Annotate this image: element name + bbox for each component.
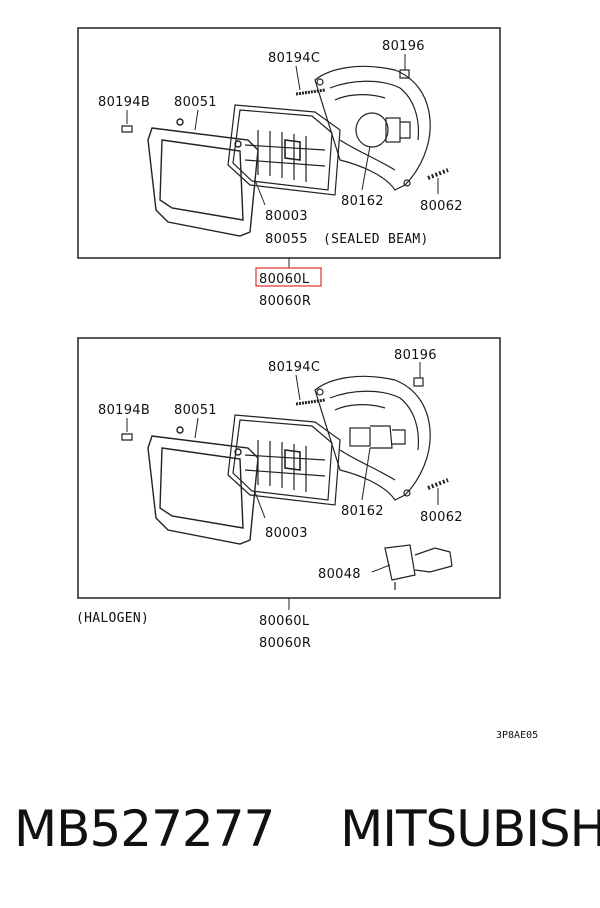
label-80060r-top: 80060R [259,294,311,309]
halogen-bulb-illustration [349,425,406,449]
highlight-box-80060l [255,267,322,287]
footer: MB527277 MITSUBISHI [14,800,600,858]
label-80194b-top: 80194B [98,95,150,110]
socket-80048-illustration [384,544,453,590]
diagram-code: 3P8AE05 [496,730,538,741]
label-80060l-top: 80060L [259,272,310,287]
bulb-illustration [355,112,411,148]
headlight-housing-illustration [314,65,431,191]
label-80162-bottom: 80162 [341,504,384,519]
top-leader-lines [126,54,439,268]
label-sealed-beam: (SEALED BEAM) [323,232,429,247]
bezel-illustration-2 [147,426,259,545]
bottom-panel: 80194C 80196 80194B 80051 80003 80162 80… [76,337,501,651]
label-80051-top: 80051 [174,95,217,110]
label-80003-bottom: 80003 [265,526,308,541]
bezel-illustration [147,118,259,237]
label-halogen: (HALOGEN) [76,611,149,626]
fasteners-illustration-2 [121,377,449,490]
label-80194c-top: 80194C [268,51,320,66]
fasteners-illustration [121,69,449,180]
label-80051-bottom: 80051 [174,403,217,418]
top-panel: 80194C 80196 80194B 80051 80003 80162 80… [77,27,501,309]
brand-name: MITSUBISHI [340,800,600,858]
lens-unit-illustration-2 [227,414,341,506]
label-80003-top: 80003 [265,209,308,224]
label-80062-bottom: 80062 [420,510,463,525]
headlight-housing-illustration-2 [314,375,431,501]
bottom-leader-lines [126,362,439,610]
label-80062-top: 80062 [420,199,463,214]
label-80194c-bottom: 80194C [268,360,320,375]
label-80048: 80048 [318,567,361,582]
part-number: MB527277 [14,800,275,858]
label-80060r-bottom: 80060R [259,636,311,651]
label-80196-bottom: 80196 [394,348,437,363]
label-80055: 80055 [265,232,308,247]
label-80196-top: 80196 [382,39,425,54]
label-80194b-bottom: 80194B [98,403,150,418]
label-80162-top: 80162 [341,194,384,209]
lens-unit-illustration [227,104,341,196]
label-80060l-bottom: 80060L [259,614,310,629]
